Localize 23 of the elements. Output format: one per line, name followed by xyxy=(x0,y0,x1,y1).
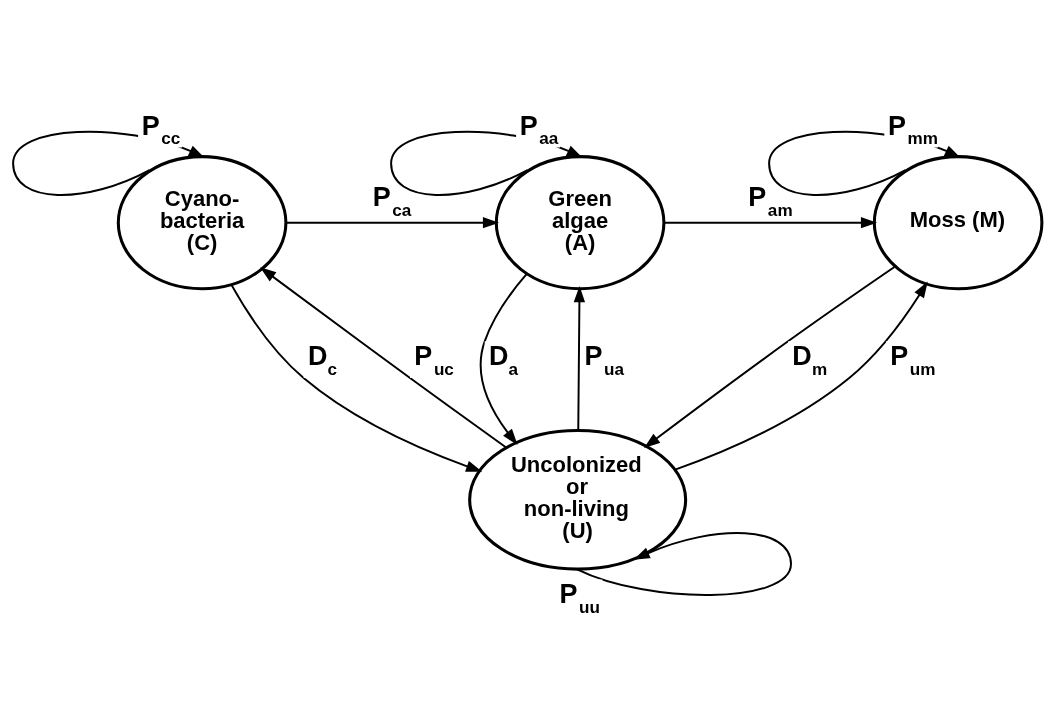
edge-label: D$_{m}$ xyxy=(792,341,828,379)
edge-label: D$_{c}$ xyxy=(307,341,337,379)
arrow xyxy=(285,217,500,229)
edge-label: P$_{am}$ xyxy=(748,182,793,220)
edge-label: P$_{cc}$ xyxy=(141,110,181,149)
arrow xyxy=(260,267,508,449)
edge-label: P$_{ca}$ xyxy=(372,182,412,220)
arrow xyxy=(663,217,878,229)
edge-label: P$_{uu}$ xyxy=(559,579,600,617)
arrow xyxy=(230,283,483,472)
arrow xyxy=(573,286,586,432)
arrow xyxy=(479,273,528,445)
node-ellipse: Cyano- bacteria (C) xyxy=(116,155,288,291)
arrow xyxy=(644,265,897,448)
edge-label: P$_{uc}$ xyxy=(414,341,454,379)
edge-label: P$_{mm}$ xyxy=(887,110,938,149)
edge-label: P$_{ua}$ xyxy=(584,341,624,379)
arrow xyxy=(674,281,928,471)
edge-label: P$_{aa}$ xyxy=(519,110,559,149)
edge-label: D$_{a}$ xyxy=(488,341,519,379)
edge-label: P$_{um}$ xyxy=(890,341,936,379)
node-ellipse: Green algae (A) xyxy=(494,155,666,291)
node-ellipse: Moss (M) xyxy=(872,155,1044,291)
